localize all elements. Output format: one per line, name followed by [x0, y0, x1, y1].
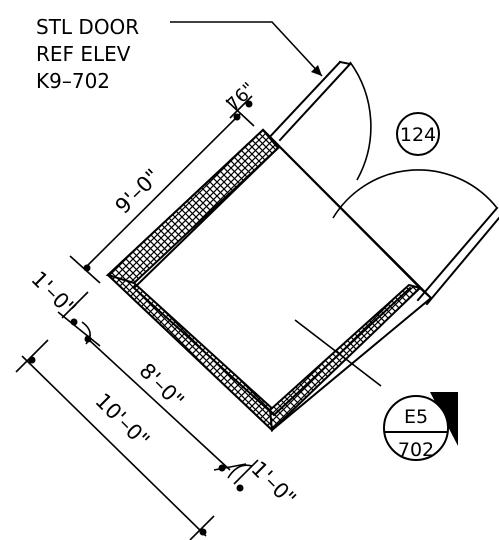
dim-label-1-0-bottom: 1'–0": [246, 457, 300, 511]
dim-label-76: 76": [223, 79, 260, 116]
dim-label-8-0: 8'–0": [134, 359, 188, 413]
note-leader-arrow: [311, 65, 322, 76]
note-leader-line: [170, 21, 323, 77]
section-tag-top: E5: [404, 406, 428, 428]
hatched-wall-lower-left: [107, 274, 278, 432]
room-tag-number: 124: [400, 124, 436, 146]
dim-label-10-0: 10'–0": [90, 389, 154, 453]
dimension-10-0: 10'–0": [15, 339, 215, 540]
door-upper: [263, 60, 372, 181]
dim-label-1-0-left: 1'–0": [26, 267, 80, 321]
note-text-line3: K9–702: [36, 69, 110, 93]
dim-label-9-0: 9'–0": [111, 164, 165, 218]
dimension-1-0-left: 1'–0": [26, 267, 101, 347]
room-tag: 124: [396, 112, 440, 156]
section-tag-bottom: 702: [398, 439, 434, 461]
note-text-line2: REF ELEV: [36, 42, 131, 66]
dimension-76: 76": [223, 79, 260, 119]
section-callout: E5 702: [294, 319, 458, 461]
door-right: [332, 169, 499, 306]
kennel-walls: [105, 128, 433, 433]
note-text-line1: STL DOOR: [36, 15, 139, 39]
